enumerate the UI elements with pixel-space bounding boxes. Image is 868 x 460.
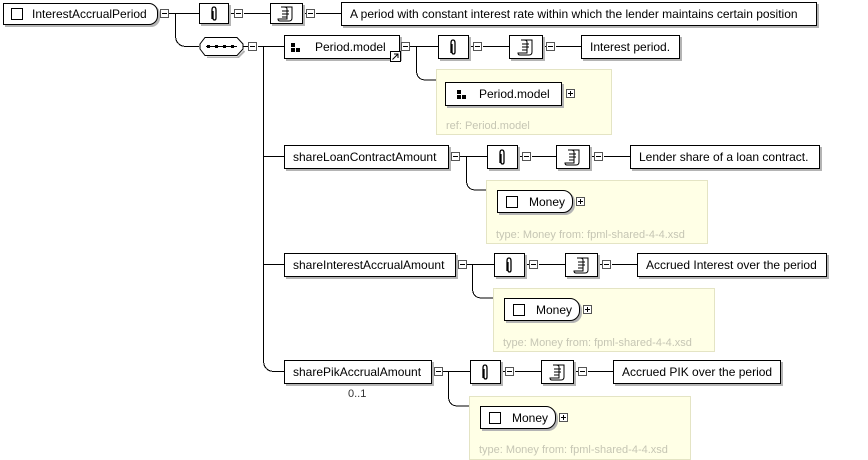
group-ref-icon xyxy=(291,43,300,52)
element-documentation-text: Accrued PIK over the period xyxy=(622,365,773,379)
complex-type-icon xyxy=(11,8,23,20)
collapse-toggle[interactable] xyxy=(451,152,460,161)
expand-toggle[interactable] xyxy=(583,305,592,314)
paperclip-icon xyxy=(499,149,505,165)
type-label: Money xyxy=(529,194,566,209)
annotation-node[interactable] xyxy=(438,35,469,59)
collapse-toggle[interactable] xyxy=(578,367,587,376)
collapse-toggle[interactable] xyxy=(473,42,482,51)
element-label: shareInterestAccrualAmount xyxy=(293,258,445,272)
element-documentation-text: Lender share of a loan contract. xyxy=(639,150,809,164)
documentation-node[interactable] xyxy=(565,253,598,277)
scroll-icon xyxy=(549,364,565,381)
root-documentation: A period with constant interest rate wit… xyxy=(341,2,817,26)
documentation-node[interactable] xyxy=(556,145,590,169)
element-documentation: Accrued Interest over the period xyxy=(637,253,827,277)
collapse-toggle[interactable] xyxy=(401,42,410,51)
documentation-node[interactable] xyxy=(509,35,543,59)
period-model-documentation: Interest period. xyxy=(581,35,680,59)
element-label: sharePikAccrualAmount xyxy=(293,365,422,379)
element-share-loan-contract-amount[interactable]: shareLoanContractAmount xyxy=(284,145,449,169)
cardinality-label: 0..1 xyxy=(348,388,367,400)
type-caption: type: Money from: fpml-shared-4-4.xsd xyxy=(479,444,668,456)
scroll-icon xyxy=(277,6,293,22)
complex-type-icon xyxy=(489,412,501,424)
complex-type-icon xyxy=(513,304,525,316)
period-model-ref-label: Period.model xyxy=(479,87,550,101)
scroll-icon xyxy=(573,257,589,274)
expand-toggle[interactable] xyxy=(559,413,568,422)
type-money[interactable]: Money xyxy=(497,190,573,213)
root-documentation-text: A period with constant interest rate wit… xyxy=(350,7,798,21)
period-model-documentation-text: Interest period. xyxy=(590,40,671,54)
type-caption: type: Money from: fpml-shared-4-4.xsd xyxy=(496,229,685,241)
annotation-node[interactable] xyxy=(487,145,518,169)
period-model-group[interactable]: Period.model xyxy=(284,35,400,59)
sequence-compositor[interactable] xyxy=(199,36,245,58)
reference-arrow-icon xyxy=(390,51,401,62)
paperclip-icon xyxy=(482,364,488,380)
annotation-node[interactable] xyxy=(494,253,525,277)
collapse-toggle[interactable] xyxy=(505,367,514,376)
collapse-toggle[interactable] xyxy=(458,260,467,269)
expand-toggle[interactable] xyxy=(576,197,585,206)
scroll-icon xyxy=(517,39,533,56)
element-label: shareLoanContractAmount xyxy=(293,150,437,164)
collapse-toggle[interactable] xyxy=(234,9,243,18)
element-documentation: Lender share of a loan contract. xyxy=(630,145,820,169)
root-element-label: InterestAccrualPeriod xyxy=(32,7,147,21)
annotation-node[interactable] xyxy=(470,360,501,384)
root-element[interactable]: InterestAccrualPeriod xyxy=(3,3,158,25)
collapse-toggle[interactable] xyxy=(529,260,538,269)
collapse-toggle[interactable] xyxy=(522,152,531,161)
expand-toggle[interactable] xyxy=(566,89,575,98)
element-share-interest-accrual-amount[interactable]: shareInterestAccrualAmount xyxy=(284,253,456,277)
type-caption: type: Money from: fpml-shared-4-4.xsd xyxy=(503,337,692,349)
collapse-toggle[interactable] xyxy=(160,9,169,18)
collapse-toggle[interactable] xyxy=(602,260,611,269)
period-model-label: Period.model xyxy=(315,40,386,54)
documentation-node[interactable] xyxy=(541,360,574,384)
type-money[interactable]: Money xyxy=(504,298,580,321)
paperclip-icon xyxy=(211,6,217,21)
type-label: Money xyxy=(536,302,573,317)
paperclip-icon xyxy=(506,257,512,273)
period-model-ref-caption: ref: Period.model xyxy=(446,120,530,132)
paperclip-icon xyxy=(450,39,456,55)
collapse-toggle[interactable] xyxy=(434,367,443,376)
collapse-toggle[interactable] xyxy=(306,9,315,18)
collapse-toggle[interactable] xyxy=(546,42,555,51)
collapse-toggle[interactable] xyxy=(594,152,603,161)
collapse-toggle[interactable] xyxy=(248,42,257,51)
period-model-ref-group[interactable]: Period.model xyxy=(445,82,562,106)
annotation-node[interactable] xyxy=(199,3,229,24)
scroll-icon xyxy=(564,149,580,166)
group-ref-icon xyxy=(457,90,466,99)
element-documentation-text: Accrued Interest over the period xyxy=(646,258,817,272)
type-money[interactable]: Money xyxy=(480,406,556,429)
element-documentation: Accrued PIK over the period xyxy=(613,360,781,384)
complex-type-icon xyxy=(506,196,518,208)
type-label: Money xyxy=(512,410,549,425)
element-share-pik-accrual-amount[interactable]: sharePikAccrualAmount xyxy=(284,360,432,384)
documentation-node[interactable] xyxy=(270,3,303,24)
